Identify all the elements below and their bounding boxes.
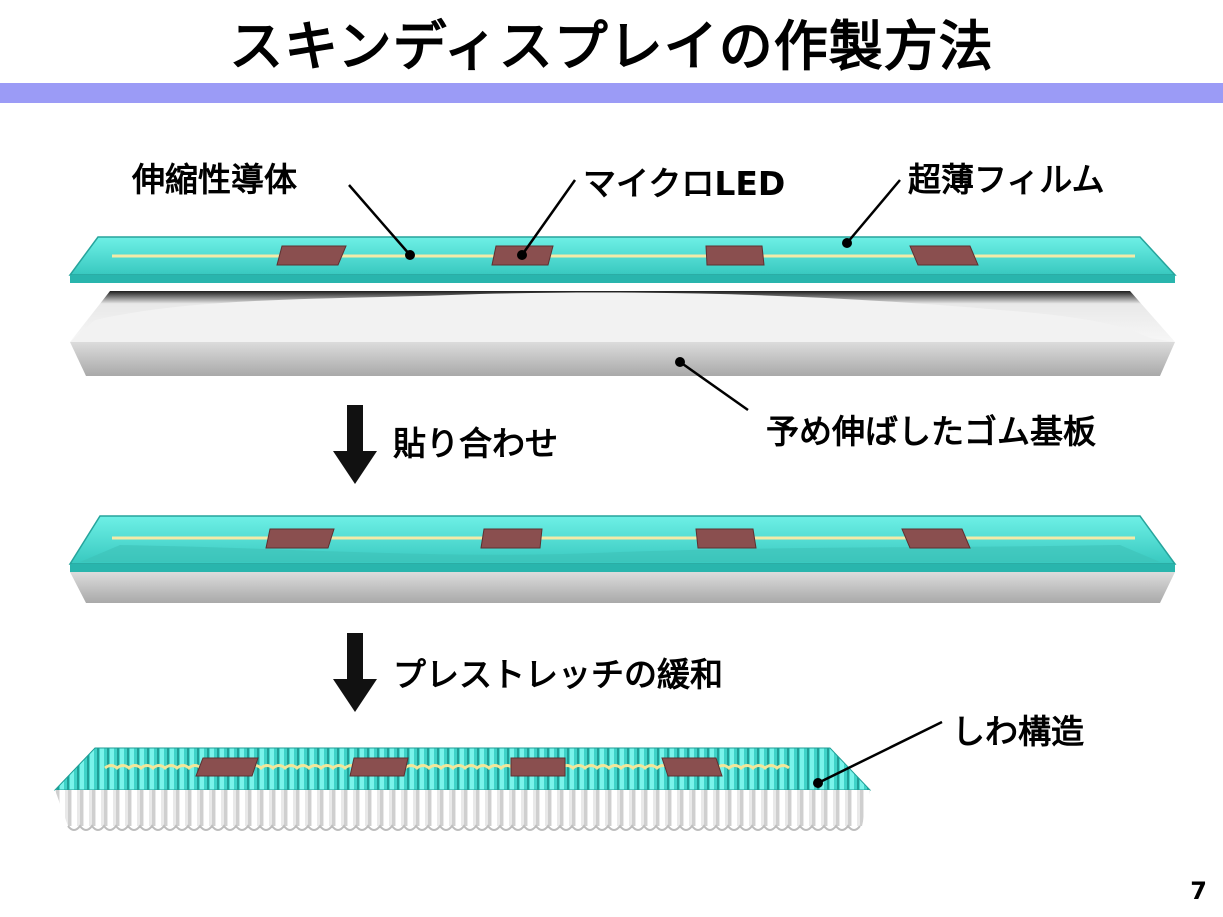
label-micro-led: マイクロLED [583, 164, 786, 203]
stage2-bonded [68, 515, 1177, 603]
leader-ultrathin-film [846, 179, 901, 244]
wrinkled-micro-led-4 [661, 757, 723, 777]
rubber-side-face [70, 342, 1175, 376]
page-number: 7 [1190, 877, 1207, 905]
step-release-prestretch: プレストレッチの緩和 [393, 655, 723, 694]
wrinkled-micro-led-3 [510, 757, 566, 777]
leader-wrinkle-structure [817, 720, 943, 785]
wrinkled-rubber-side [55, 790, 870, 826]
step-bonding: 貼り合わせ [393, 424, 558, 463]
leader-stretchable-conductor [348, 184, 411, 256]
leader-prestretched-rubber [679, 360, 749, 412]
label-stretchable-conductor: 伸縮性導体 [132, 160, 297, 199]
micro-led-1 [276, 245, 347, 266]
bonded-micro-led-2 [480, 528, 543, 549]
bonded-rubber-side [70, 572, 1175, 603]
label-wrinkle-structure: しわ構造 [952, 712, 1084, 751]
stage3-wrinkled [53, 747, 872, 831]
arrow-down-2 [333, 633, 377, 712]
micro-led-3 [705, 245, 765, 266]
bonded-micro-led-1 [265, 528, 335, 549]
stage1-rubber-substrate [70, 291, 1175, 376]
arrow-down-1 [333, 405, 377, 484]
bonded-micro-led-3 [695, 528, 757, 549]
wrinkled-micro-led-1 [195, 757, 259, 777]
title-accent-bar [0, 83, 1223, 103]
leader-micro-led [520, 179, 577, 256]
micro-led-4 [909, 245, 979, 266]
label-prestretched-rubber: 予め伸ばしたゴム基板 [766, 412, 1096, 451]
label-ultrathin-film: 超薄フィルム [908, 160, 1105, 199]
bonded-micro-led-4 [901, 528, 971, 549]
film-side-face [70, 275, 1175, 283]
stage1-film [68, 236, 1177, 283]
wrinkled-micro-led-2 [349, 757, 409, 777]
slide-title: スキンディスプレイの作製方法 [229, 15, 994, 78]
